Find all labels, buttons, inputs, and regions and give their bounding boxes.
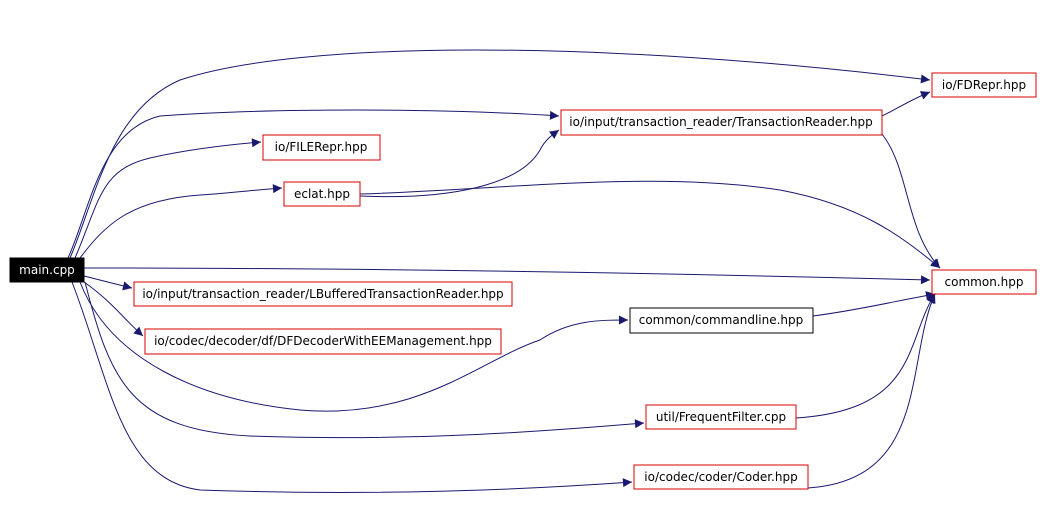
node-commandline[interactable]: common/commandline.hpp — [629, 307, 814, 334]
node-filerepr[interactable]: io/FILERepr.hpp — [262, 134, 381, 161]
node-main-cpp[interactable]: main.cpp — [9, 257, 85, 283]
node-label-lbuffered-transaction-reader: io/input/transaction_reader/LBufferedTra… — [142, 287, 503, 301]
nodes: main.cpp io/FDRepr.hpp io/input/transact… — [9, 72, 1037, 490]
edge-transreader-to-common — [881, 133, 941, 269]
node-lbuffered-transaction-reader[interactable]: io/input/transaction_reader/LBufferedTra… — [133, 281, 513, 307]
node-transaction-reader[interactable]: io/input/transaction_reader/TransactionR… — [560, 109, 883, 136]
edge-main-to-coder — [71, 281, 633, 493]
edge-coder-to-common — [807, 293, 936, 489]
node-label-commandline: common/commandline.hpp — [639, 313, 804, 327]
edge-main-to-eclat — [79, 184, 283, 259]
edges — [67, 49, 941, 493]
node-label-main-cpp: main.cpp — [19, 263, 75, 277]
node-label-filerepr: io/FILERepr.hpp — [275, 140, 368, 154]
edge-main-to-transreader — [67, 109, 560, 259]
edge-eclat-to-transreader — [359, 129, 560, 198]
edge-main-to-cmdline — [79, 281, 629, 412]
edge-main-to-lbuffered — [83, 275, 133, 291]
edge-main-to-freqfilter — [84, 281, 645, 439]
node-frequent-filter[interactable]: util/FrequentFilter.cpp — [645, 404, 797, 430]
node-label-transaction-reader: io/input/transaction_reader/TransactionR… — [569, 115, 872, 129]
edge-eclat-to-common — [359, 180, 941, 269]
node-fdrepr[interactable]: io/FDRepr.hpp — [931, 72, 1037, 98]
node-coder[interactable]: io/codec/coder/Coder.hpp — [633, 464, 809, 490]
edge-freqfilter-to-common — [795, 293, 936, 419]
node-label-coder: io/codec/coder/Coder.hpp — [644, 470, 797, 484]
edge-transreader-to-fdrepr — [881, 91, 931, 117]
node-common[interactable]: common.hpp — [931, 269, 1037, 295]
node-eclat[interactable]: eclat.hpp — [283, 181, 361, 207]
node-dfdecoder[interactable]: io/codec/decoder/df/DFDecoderWithEEManag… — [144, 328, 502, 355]
edge-main-to-common — [83, 267, 931, 285]
edge-main-to-fdrepr — [69, 49, 931, 259]
node-label-common: common.hpp — [945, 275, 1024, 289]
edge-cmdline-to-common — [812, 291, 936, 317]
node-label-dfdecoder: io/codec/decoder/df/DFDecoderWithEEManag… — [154, 334, 492, 348]
node-label-frequent-filter: util/FrequentFilter.cpp — [656, 410, 786, 424]
node-label-eclat: eclat.hpp — [294, 187, 350, 201]
edge-main-to-dfdecoder — [83, 281, 144, 337]
node-label-fdrepr: io/FDRepr.hpp — [942, 78, 1026, 92]
edge-main-to-filerepr — [74, 138, 262, 259]
